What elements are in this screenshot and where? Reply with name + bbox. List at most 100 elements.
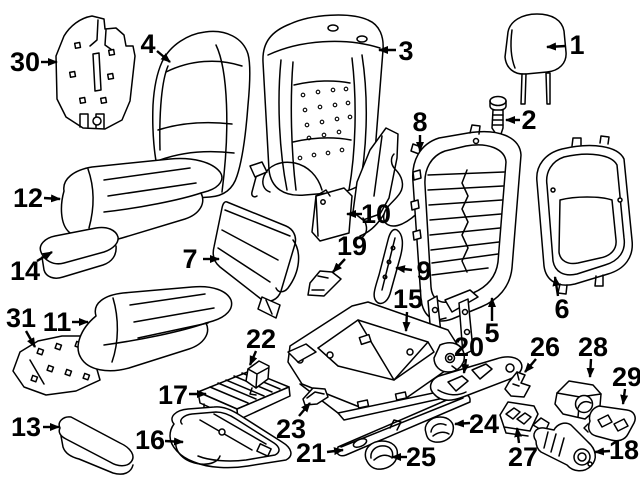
part-label-24-oval-cap-rear[interactable]: 24 xyxy=(454,409,499,439)
part-label-11-seat-cushion[interactable]: 11 xyxy=(43,307,89,337)
lumbar-module-drawing xyxy=(249,161,353,242)
part-number-5[interactable]: 5 xyxy=(484,318,499,348)
part-label-28-switch-with-knob[interactable]: 28 xyxy=(578,332,608,378)
part-label-3-backrest-cushion-perforated[interactable]: 3 xyxy=(378,36,414,66)
leader-arrow-24 xyxy=(454,419,471,428)
part-number-2[interactable]: 2 xyxy=(521,105,536,135)
part-label-18-seat-adjustment-motor[interactable]: 18 xyxy=(594,435,639,465)
part-label-14-upper-trim-pad[interactable]: 14 xyxy=(10,250,53,286)
part-label-2-headrest-guide-sleeve[interactable]: 2 xyxy=(505,105,537,135)
part-label-22-clip-cap[interactable]: 22 xyxy=(246,324,276,366)
tilt-mechanism-drawing xyxy=(169,406,292,469)
part-label-4-backrest-cushion[interactable]: 4 xyxy=(140,29,171,63)
leader-arrow-21 xyxy=(326,447,344,456)
part-number-14[interactable]: 14 xyxy=(10,256,40,286)
part-label-6-backrest-rear-panel[interactable]: 6 xyxy=(552,276,570,324)
part-number-12[interactable]: 12 xyxy=(13,183,43,213)
clip-cap-drawing xyxy=(245,360,270,396)
part-label-25-oval-cap-front[interactable]: 25 xyxy=(391,442,436,472)
bracket-clip-drawing xyxy=(504,371,531,398)
part-number-8[interactable]: 8 xyxy=(412,107,427,137)
leader-arrow-6 xyxy=(552,276,561,297)
part-label-9-side-bracket[interactable]: 9 xyxy=(395,256,432,286)
part-number-4[interactable]: 4 xyxy=(140,29,155,59)
part-label-1-headrest[interactable]: 1 xyxy=(546,30,585,60)
part-number-18[interactable]: 18 xyxy=(609,435,639,465)
seat-adjustment-motor-drawing xyxy=(532,417,596,472)
part-number-11[interactable]: 11 xyxy=(43,307,72,337)
leader-arrow-22 xyxy=(248,350,258,366)
part-number-19[interactable]: 19 xyxy=(337,231,367,261)
part-label-21-rail-cover[interactable]: 21 xyxy=(296,438,344,468)
backrest-cushion-perforated-drawing xyxy=(262,14,384,196)
part-number-23[interactable]: 23 xyxy=(276,414,306,444)
lumbar-support-panel-drawing xyxy=(212,201,300,319)
leader-arrow-27 xyxy=(514,427,523,444)
leader-arrow-4 xyxy=(156,50,171,63)
leader-arrow-1 xyxy=(546,42,567,51)
part-label-10-lumbar-module-with-cable[interactable]: 10 xyxy=(346,199,391,229)
part-number-6[interactable]: 6 xyxy=(554,294,569,324)
leader-arrow-31 xyxy=(24,330,37,348)
leader-arrow-26 xyxy=(524,358,537,373)
part-label-26-bracket-clip[interactable]: 26 xyxy=(524,332,560,373)
side-trim-panel-drawing xyxy=(429,356,523,401)
part-number-21[interactable]: 21 xyxy=(296,438,326,468)
part-number-25[interactable]: 25 xyxy=(406,442,436,472)
backrest-frame-drawing xyxy=(410,124,522,322)
part-label-30-backrest-panel[interactable]: 30 xyxy=(10,47,58,77)
part-label-15-seat-underframe[interactable]: 15 xyxy=(393,284,423,332)
part-number-28[interactable]: 28 xyxy=(578,332,608,362)
switch-panel-drawing xyxy=(583,405,636,442)
part-number-16[interactable]: 16 xyxy=(135,425,165,455)
headrest-guide-sleeve-drawing xyxy=(489,95,507,138)
part-label-13-lower-trim-pad[interactable]: 13 xyxy=(11,412,60,442)
part-number-27[interactable]: 27 xyxy=(508,442,538,472)
switch-block-drawing xyxy=(499,401,539,437)
part-number-13[interactable]: 13 xyxy=(11,412,41,442)
part-label-31-seat-heating-mat[interactable]: 31 xyxy=(6,303,37,348)
upper-trim-pad-drawing xyxy=(39,226,119,279)
part-number-30[interactable]: 30 xyxy=(10,47,40,77)
leader-arrow-28 xyxy=(586,358,595,378)
leader-arrow-14 xyxy=(36,250,53,263)
headrest-drawing xyxy=(504,13,567,105)
leader-arrow-20 xyxy=(461,358,470,374)
part-label-16-tilt-mechanism[interactable]: 16 xyxy=(135,425,184,455)
part-number-17[interactable]: 17 xyxy=(158,380,188,410)
part-label-12-seat-cushion-sport[interactable]: 12 xyxy=(13,183,61,213)
oval-cap-front-drawing xyxy=(364,440,399,470)
part-number-7[interactable]: 7 xyxy=(182,244,197,274)
leader-arrow-12 xyxy=(43,194,61,203)
side-bracket-drawing xyxy=(373,228,404,305)
leader-arrow-19 xyxy=(332,258,346,273)
part-number-24[interactable]: 24 xyxy=(469,409,499,439)
leader-arrow-9 xyxy=(395,265,413,274)
part-number-22[interactable]: 22 xyxy=(246,324,276,354)
part-label-23-small-cap[interactable]: 23 xyxy=(276,402,311,444)
part-label-8-bowden-cable[interactable]: 8 xyxy=(412,107,428,152)
backrest-rear-panel-drawing xyxy=(536,135,633,295)
part-label-19-small-bracket[interactable]: 19 xyxy=(332,231,367,273)
part-number-26[interactable]: 26 xyxy=(530,332,560,362)
part-number-29[interactable]: 29 xyxy=(612,362,640,392)
part-label-29-switch-panel[interactable]: 29 xyxy=(612,362,640,405)
part-number-31[interactable]: 31 xyxy=(6,303,36,333)
part-number-1[interactable]: 1 xyxy=(569,30,584,60)
part-label-17-ribbed-module[interactable]: 17 xyxy=(158,380,207,410)
part-number-15[interactable]: 15 xyxy=(393,284,423,314)
part-label-5-backrest-frame[interactable]: 5 xyxy=(484,297,500,348)
part-number-9[interactable]: 9 xyxy=(416,256,431,286)
leader-arrow-29 xyxy=(620,388,629,405)
part-number-20[interactable]: 20 xyxy=(454,332,484,362)
part-number-3[interactable]: 3 xyxy=(398,36,413,66)
part-label-27-switch-block[interactable]: 27 xyxy=(508,427,538,472)
part-label-7-lumbar-support-panel[interactable]: 7 xyxy=(182,244,220,274)
backrest-cushion-drawing xyxy=(152,30,251,199)
switch-with-knob-drawing xyxy=(554,380,602,420)
part-number-10[interactable]: 10 xyxy=(361,199,391,229)
part-label-20-side-trim-panel[interactable]: 20 xyxy=(454,332,484,374)
perforation-dots xyxy=(297,86,353,161)
